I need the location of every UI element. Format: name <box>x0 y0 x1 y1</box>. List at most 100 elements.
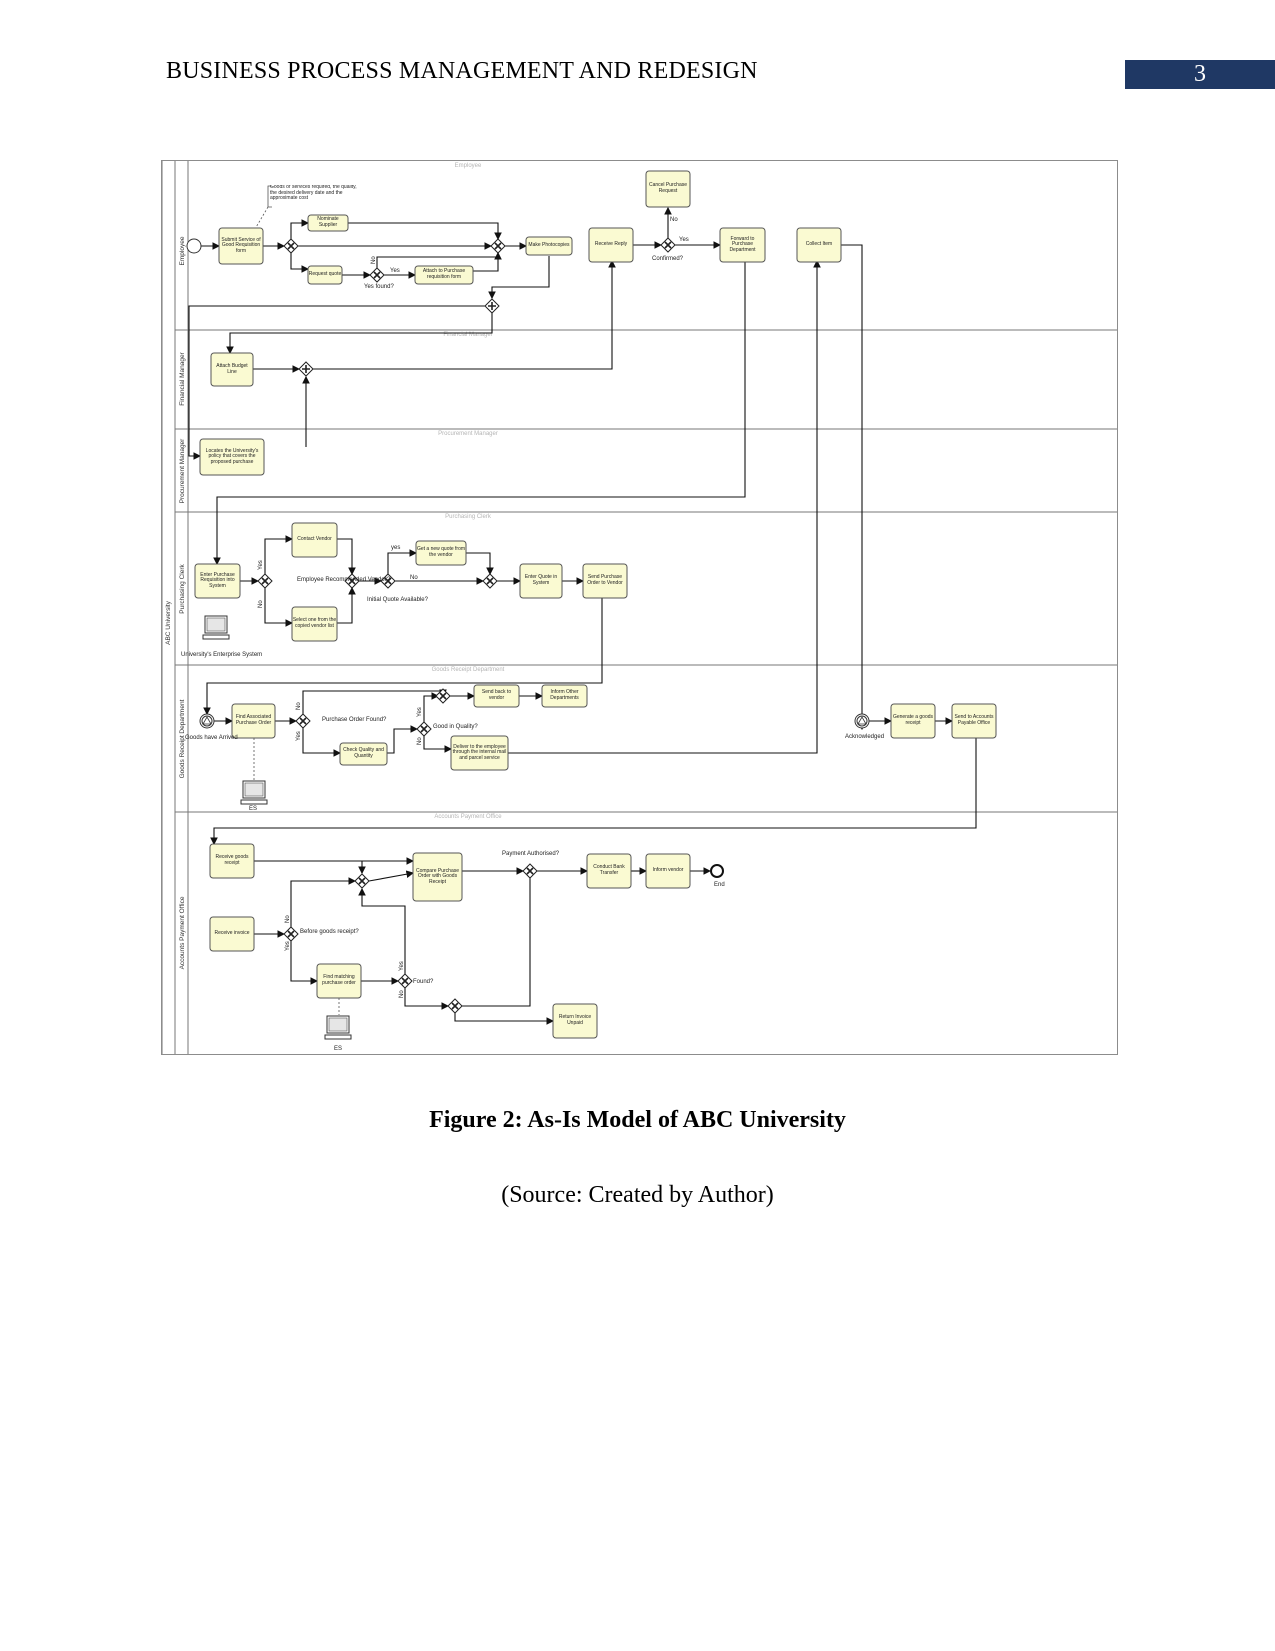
svg-text:ES: ES <box>249 806 257 812</box>
svg-text:Yes: Yes <box>258 560 264 570</box>
task-contact-vendor: Contact Vendor <box>291 522 338 558</box>
svg-text:No: No <box>399 990 405 998</box>
svg-text:No: No <box>417 737 423 745</box>
task-submit-service: Submit Service of Good Requisition form <box>218 227 264 265</box>
svg-text:ES: ES <box>334 1046 342 1052</box>
exclusive-gateway <box>354 873 370 889</box>
task-find-matching: Find matching purchase order <box>316 963 362 999</box>
pool: ABC University <box>162 161 1117 1054</box>
svg-text:End: End <box>714 882 725 888</box>
svg-text:Yes: Yes <box>296 731 302 741</box>
svg-text:Acknowledged: Acknowledged <box>845 734 884 740</box>
svg-text:Employee Recommended Vendor?: Employee Recommended Vendor? <box>297 577 391 583</box>
task-send-accounts: Send to Accounts Payable Office <box>951 703 997 739</box>
lane-side-label: Employee <box>179 236 186 265</box>
exclusive-gateway <box>283 926 299 942</box>
exclusive-gateway <box>522 863 538 879</box>
task-send-order: Send Purchase Order to Vendor <box>582 563 628 599</box>
task-select-vendor: Select one from the copied vendor list <box>291 606 338 642</box>
task-return-invoice: Return Invoice Unpaid <box>552 1003 598 1039</box>
figure-caption: Figure 2: As-Is Model of ABC University <box>429 1107 846 1133</box>
task-collect-item: Collect Item <box>796 227 842 263</box>
lane-side-label: Procurement Manager <box>179 438 186 504</box>
lane-accounts-payment: Accounts Payment Office Accounts Payment… <box>179 814 502 969</box>
svg-text:Yes: Yes <box>390 268 400 274</box>
start-event <box>186 238 202 254</box>
task-attach-budget: Attach Budget Line <box>210 352 254 387</box>
task-get-new-quote: Get a new quote from the vendor <box>415 540 467 566</box>
exclusive-gateway <box>416 721 432 737</box>
task-forward-to-department: Forward to Purchase Department <box>719 227 766 263</box>
lane-employee: Employee Employee <box>179 163 482 265</box>
exclusive-gateway <box>257 573 273 589</box>
exclusive-gateway-confirmed <box>660 237 676 253</box>
task-conduct-transfer: Conduct Bank Transfer <box>586 853 632 889</box>
task-check-quality: Check Quality and Quantity <box>339 742 388 766</box>
parallel-gateway <box>298 361 314 377</box>
svg-text:No: No <box>296 702 302 710</box>
task-attach-to-form: Attach to Purchase requisition form <box>414 265 474 285</box>
task-inform-departments: Inform Other Departments <box>541 684 588 708</box>
exclusive-gateway <box>397 973 413 989</box>
text-annotation: Goods or services required, the quality,… <box>254 185 357 230</box>
computer-icon <box>240 780 268 805</box>
task-receive-goods-receipt: Receive goods receipt <box>209 843 255 879</box>
task-find-order: Find Associated Purchase Order <box>231 703 276 739</box>
svg-text:yes: yes <box>391 545 400 551</box>
svg-text:No: No <box>371 256 377 264</box>
lane-title: Employee <box>455 163 482 169</box>
task-inform-vendor: Inform vendor <box>645 853 691 889</box>
svg-text:No: No <box>670 217 678 223</box>
task-generate-receipt: Generate a goods receipt <box>890 703 936 739</box>
exclusive-gateway <box>447 998 463 1014</box>
exclusive-gateway <box>369 267 385 283</box>
svg-text:Found?: Found? <box>413 979 434 985</box>
svg-text:Initial Quote Available?: Initial Quote Available? <box>367 597 429 603</box>
svg-text:Yes found?: Yes found? <box>364 284 394 290</box>
exclusive-gateway <box>295 713 311 729</box>
svg-text:Yes: Yes <box>285 941 291 951</box>
svg-text:No: No <box>285 915 291 923</box>
lane-side-label: Goods Receipt Department <box>179 699 186 778</box>
svg-text:Yes: Yes <box>399 961 405 971</box>
svg-text:Good in Quality?: Good in Quality? <box>433 724 478 730</box>
lane-procurement-manager: Procurement Manager Procurement Manager <box>179 431 498 503</box>
goods-arrived-event <box>199 713 215 729</box>
page-number: 3 <box>1125 60 1275 89</box>
exclusive-gateway <box>482 573 498 589</box>
task-receive-reply: Receive Reply <box>588 227 634 263</box>
lane-title: Financial Manager <box>443 332 492 338</box>
lane-title: Purchasing Clerk <box>445 514 492 520</box>
figure-source-note: (Source: Created by Author) <box>501 1182 774 1208</box>
diagram-labels: No Yes Yes No Confirmed? Yes No Employee… <box>181 217 884 1052</box>
exclusive-gateway <box>490 238 506 254</box>
exclusive-gateway <box>344 573 360 589</box>
task-make-photocopies: Make Photocopies <box>525 236 573 256</box>
task-receive-invoice: Receive invoice <box>209 916 255 952</box>
lane-financial-manager: Financial Manager Financial Manager <box>179 332 493 406</box>
lane-side-label: Purchasing Clerk <box>179 564 186 614</box>
task-nominate-supplier: Nominate Supplier <box>307 214 349 232</box>
lane-side-label: Financial Manager <box>179 351 186 405</box>
lane-title: Procurement Manager <box>438 431 498 437</box>
svg-text:No: No <box>258 600 264 608</box>
lane-title: Goods Receipt Department <box>432 667 505 673</box>
svg-text:University's Enterprise System: University's Enterprise System <box>181 652 262 658</box>
svg-text:Purchase Order Found?: Purchase Order Found? <box>322 717 387 723</box>
bpmn-diagram-figure: ABC University Employee Employee Financi… <box>161 160 1118 1055</box>
task-deliver-employee: Deliver to the employee through the inte… <box>450 735 509 771</box>
computer-icon <box>202 615 230 640</box>
task-request-quote: Request quote <box>307 265 343 285</box>
lane-title: Accounts Payment Office <box>434 814 502 820</box>
task-locate-policy: Locates the University's policy that cov… <box>199 438 265 476</box>
task-send-back: Send back to vendor <box>473 684 520 708</box>
end-event <box>710 864 724 878</box>
parallel-gateway <box>484 298 500 314</box>
exclusive-gateway <box>435 688 451 704</box>
svg-text:No: No <box>410 575 418 581</box>
computer-icon <box>324 1015 352 1040</box>
pool-label: ABC University <box>165 600 172 644</box>
running-header-title: BUSINESS PROCESS MANAGEMENT AND REDESIGN <box>166 58 758 84</box>
svg-text:Yes: Yes <box>679 237 689 243</box>
task-enter-requisition: Enter Purchase Requisition into System <box>194 563 241 599</box>
